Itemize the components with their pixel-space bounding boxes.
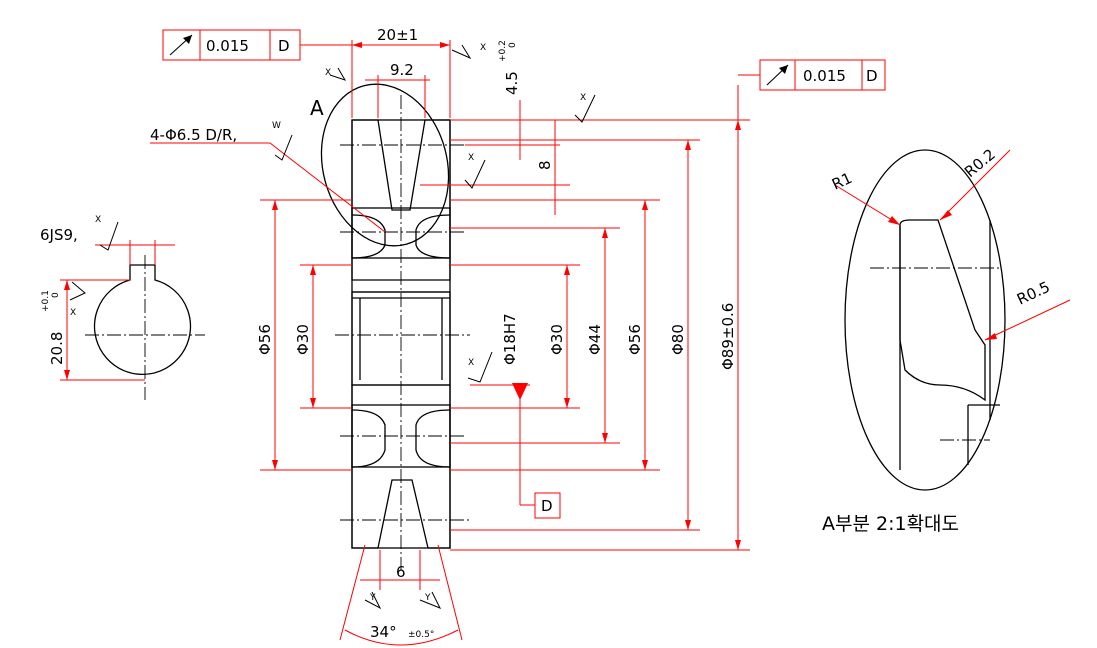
bore-dia: Φ18H7 xyxy=(501,313,519,365)
keyway-height: 20.8 xyxy=(48,332,66,365)
roughness-x-right: X xyxy=(480,43,486,53)
detail-a-view xyxy=(844,149,1006,491)
feature-control-frame-right: 0.015 D xyxy=(759,59,886,91)
left-tolerance-datum: D xyxy=(278,37,290,55)
keyway-end-view xyxy=(85,255,205,400)
roughness-x-top: X xyxy=(580,93,586,103)
detail-a-boundary xyxy=(320,83,450,247)
holes-roughness: W xyxy=(272,121,281,131)
keyway-roughness: X xyxy=(95,215,101,225)
dim-depth-tol-upper: +0.2 xyxy=(498,40,508,62)
roughness-x-upper: X xyxy=(468,153,474,163)
roughness-y-right: Y xyxy=(424,593,431,603)
holes-note: 4-Φ6.5 D/R, xyxy=(150,126,237,144)
dia-44: Φ44 xyxy=(586,324,604,355)
keyway-width: 6JS9, xyxy=(40,226,78,244)
roughness-x-keyway: X xyxy=(70,308,76,318)
dim-bottom-width: 6 xyxy=(396,563,406,581)
roughness-x-left: X xyxy=(325,68,331,78)
keyway-height-tol-lower: 0 xyxy=(51,292,61,298)
detail-texts: R1 R0.2 R0.5 A부분 2:1확대도 xyxy=(822,145,1053,535)
right-tolerance-datum: D xyxy=(866,67,878,85)
dimension-lines xyxy=(60,40,1071,646)
dia-56-right: Φ56 xyxy=(626,324,644,355)
dim-angle-tol: ±0.5° xyxy=(408,630,434,640)
pulley-section-view xyxy=(320,83,470,570)
dia-56-left: Φ56 xyxy=(256,324,274,355)
dim-angle: 34° xyxy=(370,623,397,641)
dimension-texts: 20±1 9.2 A 4.5 +0.2 0 8 4-Φ6.5 D/R, W 6J… xyxy=(40,26,737,641)
detail-r05: R0.5 xyxy=(1014,278,1053,309)
dia-30-left: Φ30 xyxy=(294,324,312,355)
left-tolerance-value: 0.015 xyxy=(206,37,249,55)
keyway-profile xyxy=(93,264,192,375)
detail-r1: R1 xyxy=(829,169,855,194)
right-tolerance-value: 0.015 xyxy=(803,67,846,85)
section-a-label: A xyxy=(310,96,324,120)
detail-caption: A부분 2:1확대도 xyxy=(822,513,959,535)
dim-groove-top: 9.2 xyxy=(390,61,414,79)
keyway-height-tol-upper: +0.1 xyxy=(41,290,51,312)
dia-89: Φ89±0.6 xyxy=(719,303,737,370)
surface-finish-symbols xyxy=(69,44,596,610)
roughness-y-left: Y xyxy=(369,593,376,603)
detail-hatched-profile xyxy=(899,219,986,402)
dia-80: Φ80 xyxy=(669,324,687,355)
dia-30-right: Φ30 xyxy=(548,324,566,355)
dim-groove-depth: 8 xyxy=(536,160,554,170)
dim-depth-tol-lower: 0 xyxy=(508,42,518,48)
datum-box: D xyxy=(534,492,561,519)
dim-width-top: 20±1 xyxy=(377,26,418,44)
feature-control-frame-left: 0.015 D xyxy=(162,29,301,61)
dim-depth-right: 4.5 xyxy=(503,71,521,95)
roughness-x-bore: X xyxy=(468,358,474,368)
datum-label: D xyxy=(541,497,553,515)
